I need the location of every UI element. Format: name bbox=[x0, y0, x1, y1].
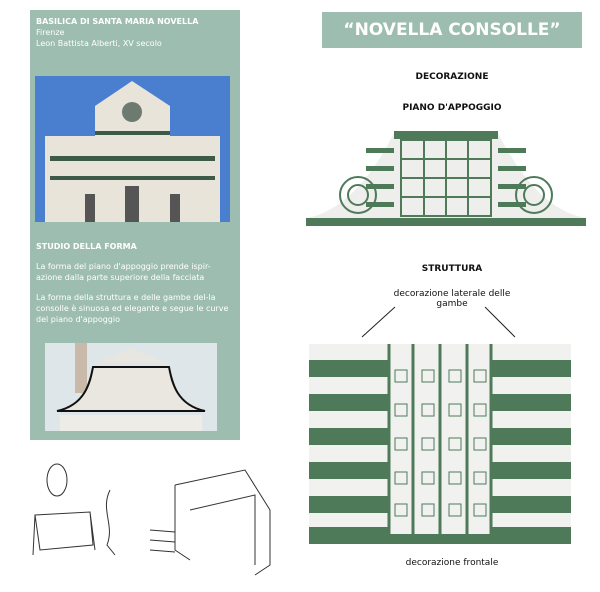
paragraph-2: La forma della struttura e delle gambe d… bbox=[36, 293, 229, 324]
facade-shape-study bbox=[45, 343, 217, 431]
pointer-lines bbox=[361, 306, 516, 338]
project-title: “NOVELLA CONSOLLE” bbox=[322, 12, 582, 48]
sketches bbox=[32, 463, 271, 576]
lateral-decoration-label: decorazione laterale delle gambe bbox=[393, 289, 511, 309]
piano-label: PIANO D'APPOGGIO bbox=[402, 103, 502, 113]
struttura-label: STRUTTURA bbox=[421, 264, 483, 274]
struttura-drawing bbox=[309, 344, 571, 544]
decorazione-label: DECORAZIONE bbox=[415, 72, 489, 82]
front-decoration-label: decorazione frontale bbox=[405, 558, 499, 568]
paragraph-1: La forma del piano d'appoggio prende isp… bbox=[36, 262, 211, 282]
author: Leon Battista Alberti, XV secolo bbox=[36, 39, 162, 48]
section-title: STUDIO DELLA FORMA bbox=[36, 242, 137, 251]
church-title: BASILICA DI SANTA MARIA NOVELLA bbox=[36, 17, 199, 26]
city: Firenze bbox=[36, 28, 65, 37]
piano-appoggio-drawing bbox=[306, 131, 586, 226]
facade-photo bbox=[35, 76, 230, 222]
